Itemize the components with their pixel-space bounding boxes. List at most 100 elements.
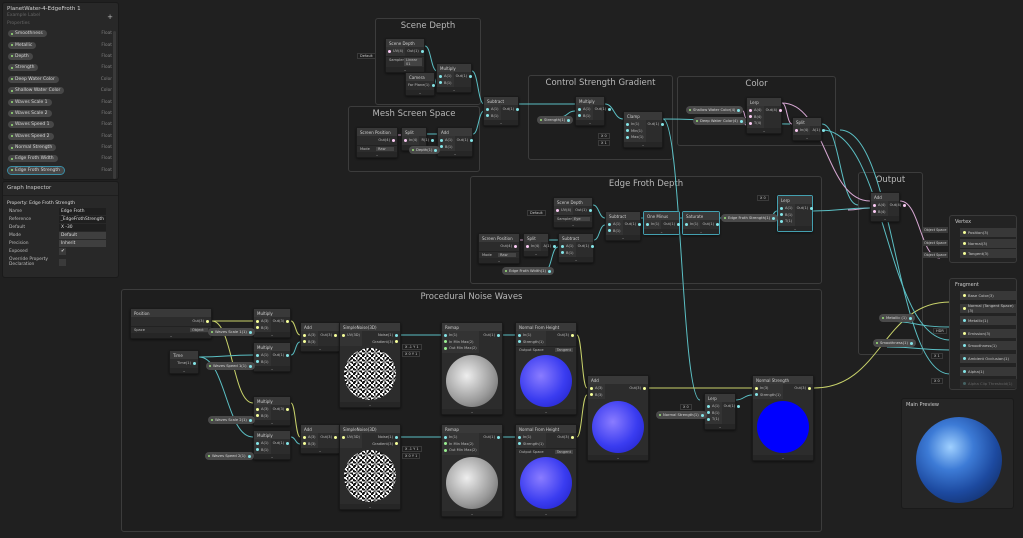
port-dot-icon[interactable] (342, 333, 345, 337)
output-port[interactable]: Out(1) (501, 106, 522, 113)
port-dot-icon[interactable] (808, 386, 811, 390)
add-property-button[interactable]: + (107, 13, 113, 21)
port-dot-icon[interactable] (578, 114, 581, 118)
output-port[interactable]: Out(1) (623, 221, 644, 228)
output-port[interactable]: Out(1) (271, 352, 292, 359)
setting-dropdown[interactable]: Tangent (554, 450, 573, 454)
port-dot-icon[interactable] (638, 222, 642, 226)
port-dot-icon[interactable] (810, 206, 814, 210)
port-dot-icon[interactable] (440, 138, 443, 142)
input-port[interactable]: In(4) (793, 127, 810, 134)
port-dot-icon[interactable] (518, 435, 521, 439)
input-port[interactable]: A(1) (254, 440, 271, 447)
setting-dropdown[interactable]: Linear 01 (403, 57, 422, 66)
port-dot-icon[interactable] (256, 360, 259, 364)
property-node-pill[interactable]: Normal Strength(1) (656, 411, 707, 419)
output-port[interactable]: Out(3) (271, 406, 292, 413)
setting-dropdown[interactable]: Raw (376, 146, 394, 151)
port-dot-icon[interactable] (795, 128, 798, 132)
port-dot-icon[interactable] (772, 216, 776, 220)
port-dot-icon[interactable] (248, 364, 252, 368)
port-dot-icon[interactable] (256, 353, 259, 357)
port-dot-icon[interactable] (571, 435, 574, 439)
output-port[interactable]: Out(1) (481, 332, 502, 339)
port-dot-icon[interactable] (256, 319, 259, 323)
input-port[interactable]: A(1) (254, 352, 271, 359)
chevron-down-icon[interactable]: ⌄ (437, 87, 471, 92)
port-dot-icon[interactable] (873, 210, 876, 214)
port-dot-icon[interactable] (286, 441, 290, 445)
output-port[interactable]: Out(1) (700, 221, 721, 228)
port-dot-icon[interactable] (404, 138, 407, 142)
inline-value-field[interactable]: X 0 Y 1 (402, 351, 421, 357)
input-port[interactable]: A(1) (778, 205, 795, 212)
vertex-slot[interactable]: Position(3) (960, 228, 1017, 237)
chevron-down-icon[interactable]: ⌄ (576, 120, 604, 125)
port-dot-icon[interactable] (963, 306, 966, 310)
port-dot-icon[interactable] (700, 413, 704, 417)
port-dot-icon[interactable] (626, 129, 629, 133)
port-dot-icon[interactable] (963, 252, 966, 255)
chevron-down-icon[interactable]: ⌄ (254, 420, 290, 425)
port-dot-icon[interactable] (963, 356, 966, 360)
input-port[interactable]: T(1) (705, 416, 722, 423)
fragment-slot[interactable]: Emission(3) (960, 328, 1017, 338)
input-port[interactable]: A(3) (588, 385, 605, 392)
output-port[interactable]: Out(4) (498, 243, 519, 250)
chevron-down-icon[interactable]: ⌄ (254, 366, 290, 371)
port-dot-icon[interactable] (567, 118, 571, 122)
port-dot-icon[interactable] (256, 326, 259, 330)
output-port[interactable]: Out(1) (661, 221, 682, 228)
port-dot-icon[interactable] (737, 108, 741, 112)
port-dot-icon[interactable] (392, 138, 395, 142)
port-dot-icon[interactable] (439, 74, 442, 78)
chevron-down-icon[interactable]: ⌄ (340, 402, 400, 407)
chevron-down-icon[interactable]: ⌄ (747, 127, 781, 133)
port-dot-icon[interactable] (646, 222, 649, 226)
chevron-down-icon[interactable]: ⌄ (624, 141, 662, 147)
output-port[interactable]: Out(1) (271, 440, 292, 447)
chevron-down-icon[interactable]: ⌄ (683, 228, 719, 234)
port-dot-icon[interactable] (643, 386, 646, 390)
vertex-slot[interactable]: Tangent(3) (960, 249, 1017, 258)
input-port[interactable]: B(1) (606, 228, 623, 235)
fragment-slot[interactable]: Normal (Tangent Space)(3) (960, 303, 1017, 313)
chevron-down-icon[interactable]: ⌄ (559, 257, 593, 262)
port-dot-icon[interactable] (963, 231, 966, 234)
property-node-pill[interactable]: Depth(1) (409, 146, 441, 154)
port-dot-icon[interactable] (431, 83, 435, 87)
input-port[interactable]: A(1) (705, 403, 722, 410)
input-port[interactable]: A(1) (437, 73, 454, 80)
port-dot-icon[interactable] (963, 344, 966, 348)
port-dot-icon[interactable] (590, 386, 593, 390)
output-port[interactable]: Out(4) (888, 202, 909, 209)
input-port[interactable]: T(4) (747, 120, 764, 127)
port-dot-icon[interactable] (248, 330, 252, 334)
output-port[interactable]: Out(3) (190, 318, 211, 325)
port-dot-icon[interactable] (439, 81, 442, 85)
input-port[interactable]: In(1) (644, 221, 661, 228)
port-dot-icon[interactable] (780, 213, 783, 217)
property-node-pill[interactable]: Strength(1) (537, 116, 574, 124)
output-port[interactable]: Out(1) (795, 205, 816, 212)
port-dot-icon[interactable] (395, 340, 398, 344)
inline-value-field[interactable]: Default (357, 53, 376, 59)
port-dot-icon[interactable] (256, 448, 259, 452)
input-port[interactable]: Out Min Max(2) (442, 447, 479, 454)
property-node-pill[interactable]: Smoothness(1) (873, 339, 916, 347)
inline-value-field[interactable]: X 1 (598, 140, 610, 146)
chevron-down-icon[interactable]: ⌄ (442, 408, 502, 414)
output-port[interactable]: Out(1) (455, 137, 476, 144)
input-port[interactable]: B(1) (484, 113, 501, 120)
